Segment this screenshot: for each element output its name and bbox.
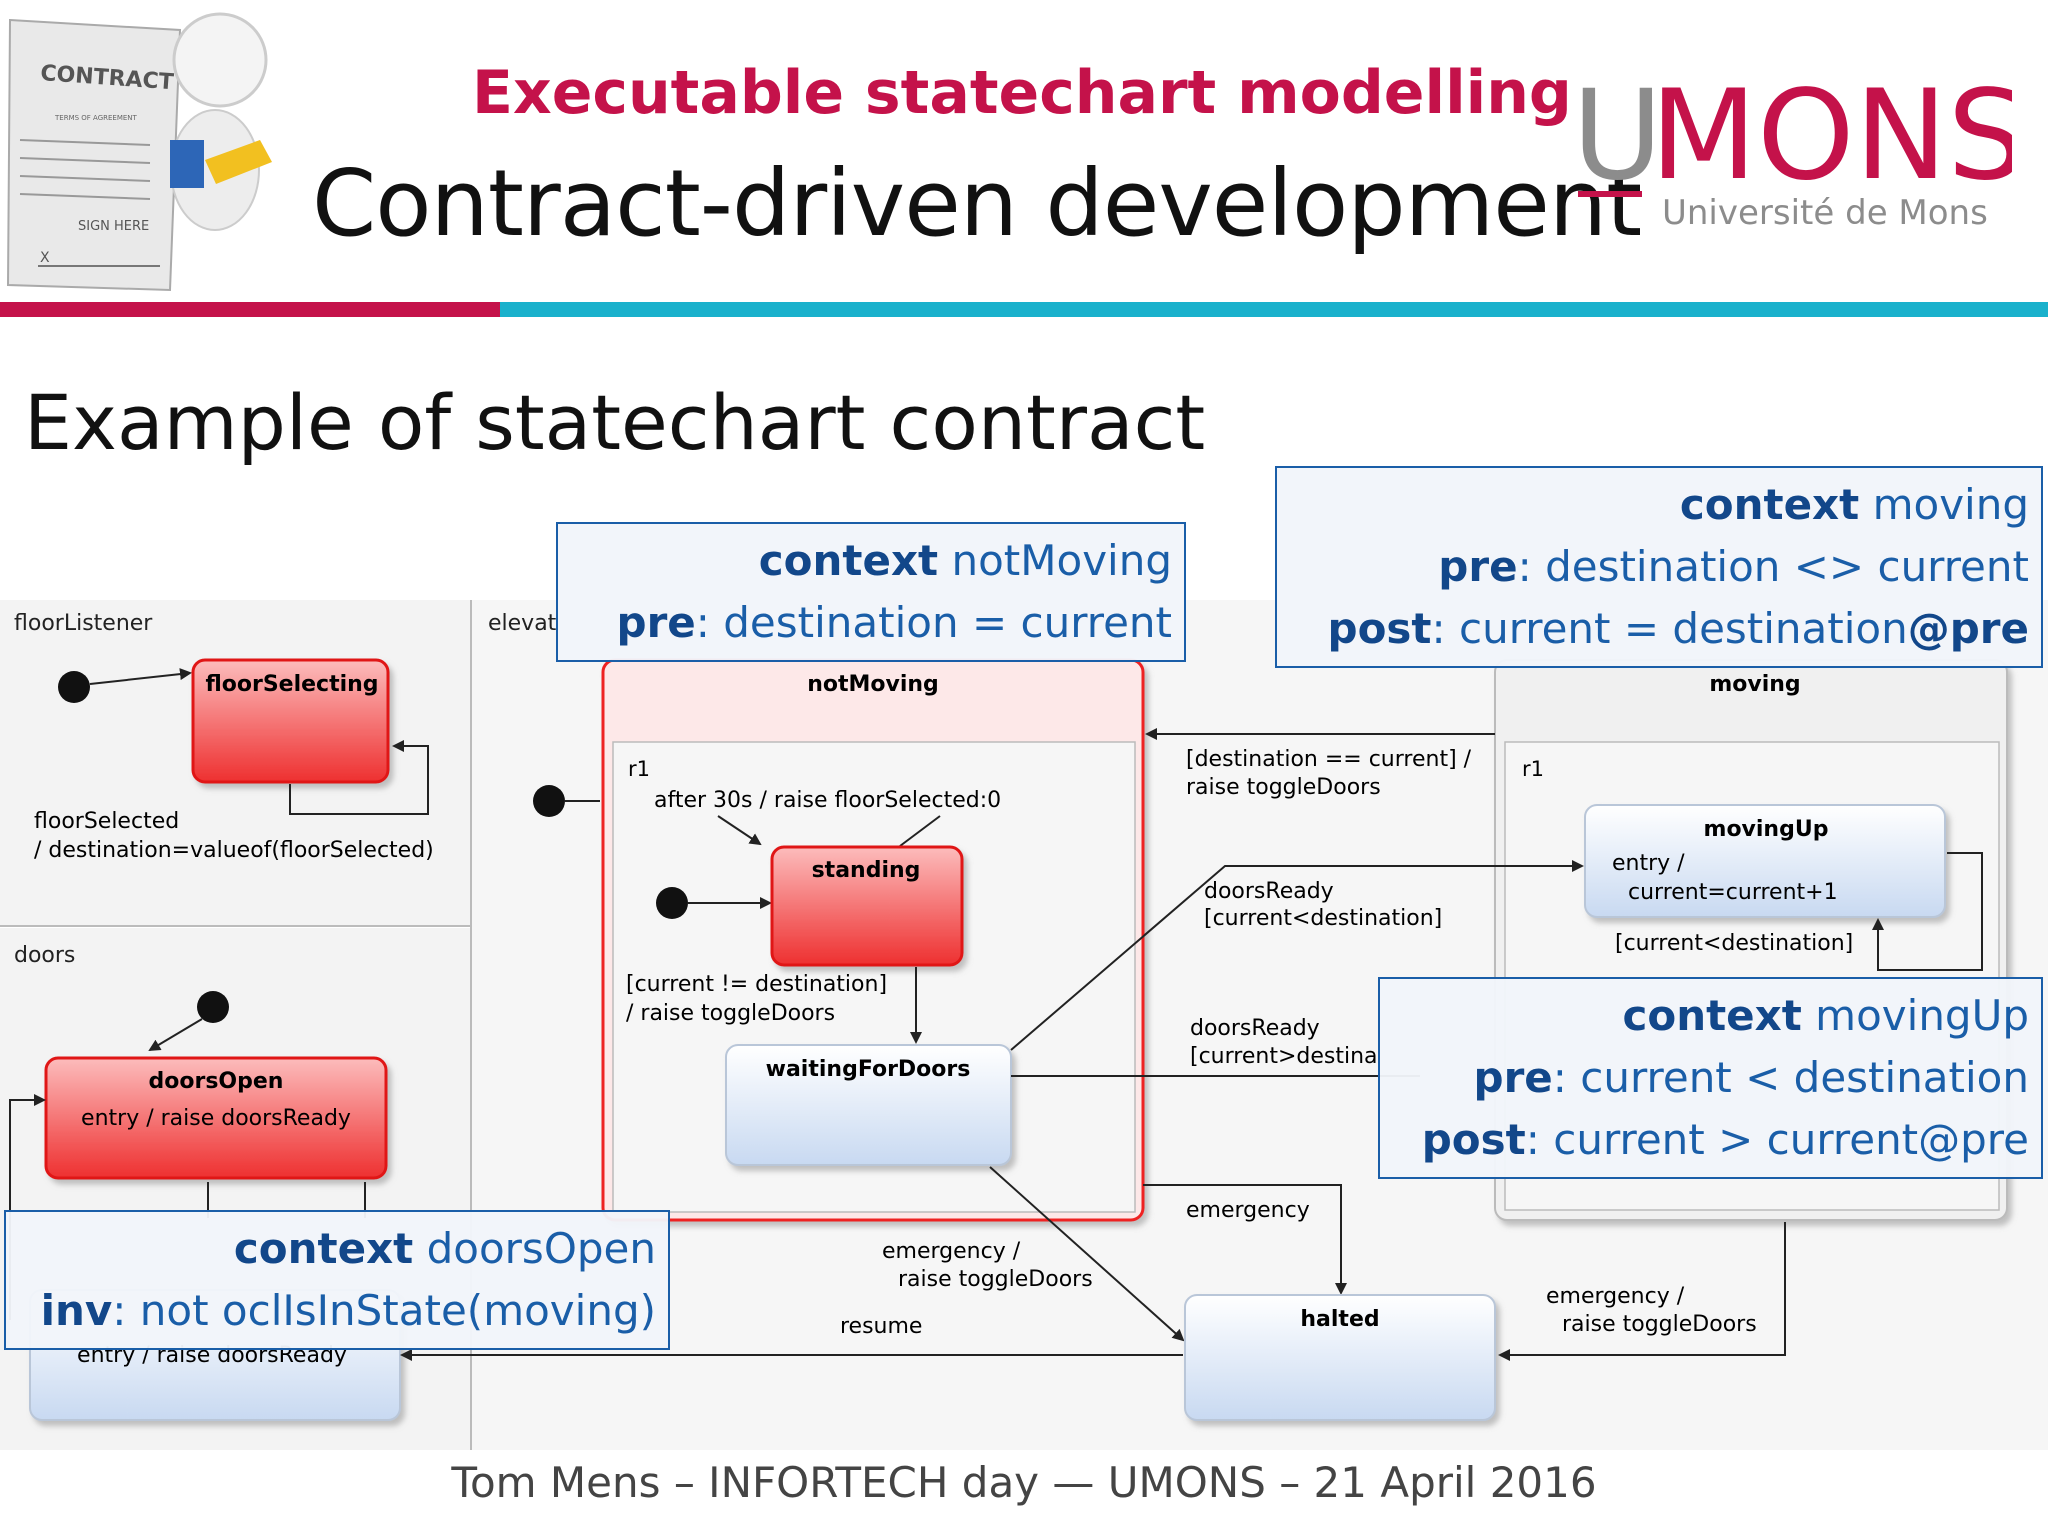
transition-doors-ready-up: doorsReady <box>1204 879 1334 904</box>
contract-keyword: context <box>1679 480 1860 529</box>
contract-value: : destination = current <box>695 598 1172 647</box>
initial-pseudostate <box>197 991 229 1023</box>
contract-keyword: pre <box>1438 542 1518 591</box>
clipart-sign-text: SIGN HERE <box>78 219 149 234</box>
state-halted-label: halted <box>1300 1307 1379 1332</box>
region-label-elevator: elevat <box>488 611 557 636</box>
transition-emergency-toggle-action: raise toggleDoors <box>898 1267 1093 1292</box>
transition-doors-ready-down: doorsReady <box>1190 1016 1320 1041</box>
contract-keyword: context <box>758 536 939 585</box>
contract-value: : current > current@pre <box>1525 1115 2029 1164</box>
transition-destination-eq-current-action: raise toggleDoors <box>1186 775 1381 800</box>
contract-keyword: inv <box>40 1286 113 1335</box>
contract-value: movingUp <box>1801 991 2029 1040</box>
transition-doors-ready-up-guard: [current<destination] <box>1204 906 1442 931</box>
contract-value: : current < destination <box>1552 1053 2029 1102</box>
header-bar-red <box>0 302 500 317</box>
transition-current-ne-destination-action: / raise toggleDoors <box>626 1001 835 1026</box>
slide-heading: Example of statechart contract <box>24 378 1206 467</box>
logo-mons: MONS <box>1650 70 2012 208</box>
transition-after-30s: after 30s / raise floorSelected:0 <box>654 788 1001 813</box>
contract-value: notMoving <box>938 536 1172 585</box>
region-label-r1: r1 <box>628 757 650 781</box>
umons-logo: U MONS Université de Mons <box>1572 70 2012 233</box>
state-moving-up[interactable] <box>1584 804 1946 918</box>
logo-tagline: Université de Mons <box>1662 193 1988 233</box>
transition-destination-eq-current: [destination == current] / <box>1186 747 1472 772</box>
state-floor-selecting[interactable] <box>191 658 390 784</box>
transition-moving-up-self: [current<destination] <box>1615 931 1853 956</box>
transition-emergency: emergency <box>1186 1198 1310 1223</box>
transition-floor-selected: floorSelected <box>34 809 179 834</box>
contract-value: doorsOpen <box>413 1224 656 1273</box>
contract-value: moving <box>1859 480 2029 529</box>
contract-keyword: pre <box>616 598 696 647</box>
transition-emergency-moving: emergency / <box>1546 1284 1685 1309</box>
contract-keyword: context <box>1622 991 1802 1040</box>
contract-value: : not oclIsInState(moving) <box>112 1286 656 1335</box>
contract-keyword: pre <box>1473 1053 1553 1102</box>
state-moving-up-label: movingUp <box>1704 817 1829 842</box>
logo-u: U <box>1572 70 1663 208</box>
contract-keyword: @pre <box>1907 604 2029 653</box>
header-title: Contract-driven development <box>312 150 1642 257</box>
initial-pseudostate <box>533 785 565 817</box>
initial-pseudostate <box>656 887 688 919</box>
contract-not-moving: context notMoving pre: destination = cur… <box>556 522 1186 662</box>
state-moving-label: moving <box>1709 672 1800 697</box>
statechart-diagram: floorListener doors elevat floorSelectin… <box>0 600 2048 1450</box>
clipart-x-text: X <box>40 250 50 266</box>
contract-value: : current = destination <box>1431 604 1908 653</box>
transition-resume: resume <box>840 1314 922 1339</box>
contract-moving-up: context movingUp pre: current < destinat… <box>1378 977 2043 1179</box>
clipart-terms-text: TERMS OF AGREEMENT <box>54 114 138 122</box>
region-label-doors: doors <box>14 943 75 968</box>
footer-text: Tom Mens – INFORTECH day — UMONS – 21 Ap… <box>451 1458 1597 1507</box>
figure-head-icon <box>172 12 268 108</box>
state-standing[interactable] <box>770 845 964 967</box>
state-moving-up-entry: entry / <box>1612 851 1685 876</box>
state-doors-open[interactable] <box>44 1056 388 1180</box>
pencil-icon <box>205 140 272 184</box>
state-doors-open-entry: entry / raise doorsReady <box>81 1106 351 1131</box>
header-bar-teal <box>500 302 2048 317</box>
transition-doors-ready-down-guard: [current>destina <box>1190 1044 1378 1069</box>
contract-moving: context moving pre: destination <> curre… <box>1275 466 2043 668</box>
contract-keyword: context <box>233 1224 414 1273</box>
initial-pseudostate <box>58 671 90 703</box>
contract-keyword: post <box>1421 1115 1526 1164</box>
contract-clipart: CONTRACT TERMS OF AGREEMENT SIGN HERE X <box>6 12 272 292</box>
state-not-moving-label: notMoving <box>807 672 939 697</box>
state-doors-open-label: doorsOpen <box>149 1069 284 1094</box>
transition-emergency-moving-action: raise toggleDoors <box>1562 1312 1757 1337</box>
contract-value: : destination <> current <box>1517 542 2029 591</box>
state-moving-up-action: current=current+1 <box>1628 880 1838 905</box>
transition-floor-selected-action: / destination=valueof(floorSelected) <box>34 838 434 863</box>
state-standing-label: standing <box>812 858 921 883</box>
state-floor-selecting-label: floorSelecting <box>205 672 378 697</box>
contract-keyword: post <box>1327 604 1432 653</box>
region-label-r1-moving: r1 <box>1522 757 1544 781</box>
region-label-floor-listener: floorListener <box>14 611 153 636</box>
contract-doors-open: context doorsOpen inv: not oclIsInState(… <box>4 1210 670 1350</box>
state-waiting-for-doors[interactable] <box>725 1044 1012 1166</box>
state-halted[interactable] <box>1184 1294 1496 1421</box>
transition-current-ne-destination: [current != destination] <box>626 972 887 997</box>
transition-emergency-toggle: emergency / <box>882 1239 1021 1264</box>
header-subtitle: Executable statechart modelling <box>472 58 1572 128</box>
state-waiting-for-doors-label: waitingForDoors <box>766 1057 971 1082</box>
